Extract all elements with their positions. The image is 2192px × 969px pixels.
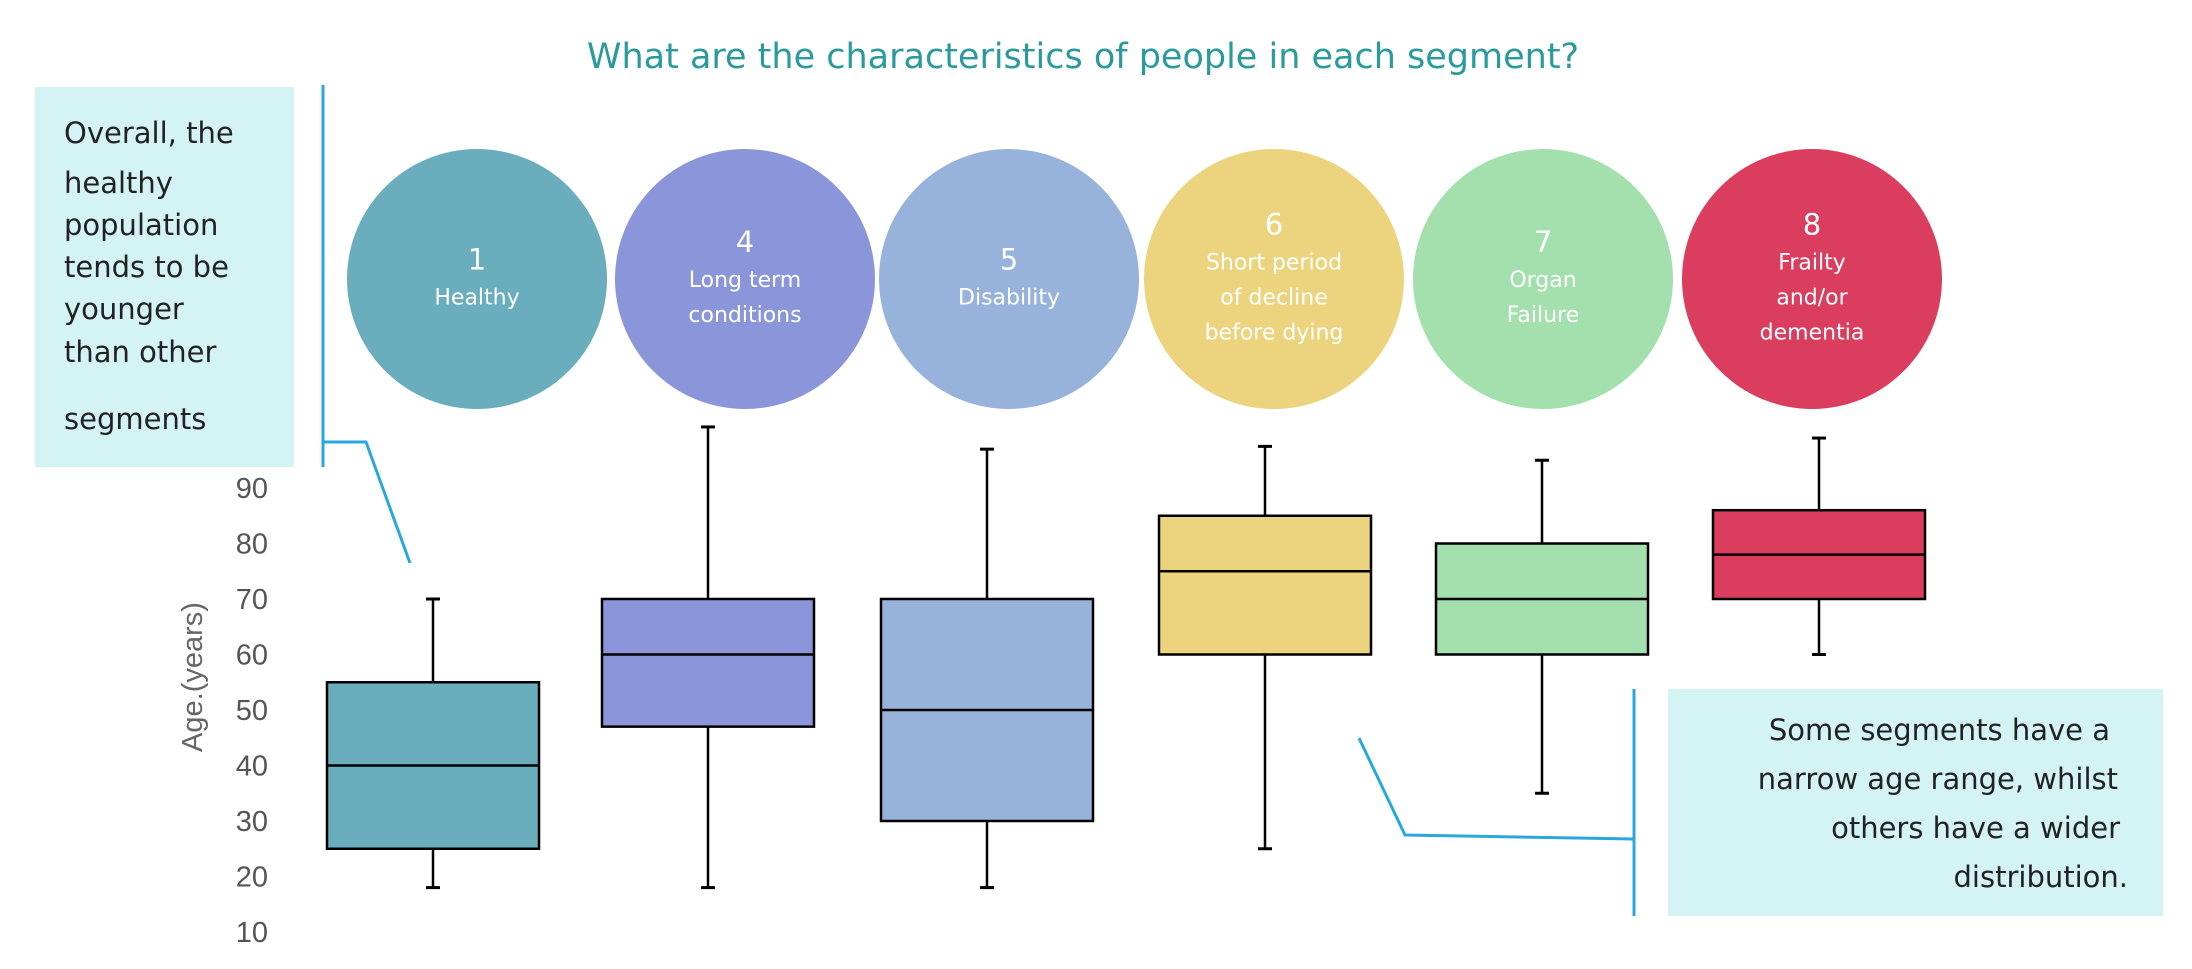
left-callout-pointer (323, 440, 412, 564)
segment-label: Disability (958, 286, 1060, 311)
box-plot-5 (879, 447, 1095, 890)
segment-label: Frailty (1778, 251, 1845, 276)
left-callout-line: segments (64, 402, 206, 436)
segment-number: 7 (1534, 225, 1552, 259)
y-tick-label: 20 (236, 862, 268, 894)
chart-title: What are the characteristics of people i… (587, 37, 1579, 77)
segment-label: Organ (1509, 268, 1576, 293)
y-axis-ticks: 90 80 70 60 50 40 30 20 10 (236, 473, 268, 949)
segment-label: Long term (689, 268, 801, 293)
segment-circle-shape (879, 149, 1139, 409)
segment-label: Short period (1206, 251, 1342, 276)
left-callout-line: tends to be (64, 250, 229, 284)
left-callout-line: population (64, 208, 218, 242)
right-callout-pointer (1357, 737, 1635, 841)
y-tick-label: 50 (236, 695, 268, 727)
segment-label: and/or (1776, 286, 1848, 311)
left-callout-line: than other (64, 335, 216, 369)
segment-number: 5 (1000, 243, 1018, 277)
y-tick-label: 10 (236, 917, 268, 949)
right-callout-line: others have a wider (1831, 811, 2120, 845)
segment-circle-shape (1413, 149, 1673, 409)
left-callout-line: healthy (64, 166, 173, 200)
box-plot-8 (1711, 436, 1927, 656)
box-plots (325, 425, 1927, 890)
left-callout-line: younger (64, 292, 184, 326)
segment-number: 1 (468, 243, 486, 277)
iqr-box (1157, 514, 1373, 656)
y-tick-label: 30 (236, 806, 268, 838)
left-callout-box (35, 87, 294, 467)
segment-label: Healthy (434, 286, 519, 311)
left-callout: Overall, the healthy population tends to… (35, 85, 412, 564)
y-tick-label: 40 (236, 751, 268, 783)
segment-circle-shape (1144, 149, 1404, 409)
segment-label: of decline (1220, 286, 1328, 311)
iqr-box (600, 597, 816, 728)
segment-number: 8 (1803, 208, 1821, 242)
right-callout-line: Some segments have a (1769, 713, 2110, 747)
segment-label: Failure (1507, 303, 1579, 328)
right-callout: Some segments have a narrow age range, w… (1357, 689, 2163, 916)
y-tick-label: 90 (236, 473, 268, 505)
right-callout-line: distribution. (1954, 860, 2128, 894)
segment-number: 6 (1265, 208, 1283, 242)
y-tick-label: 60 (236, 640, 268, 672)
y-tick-label: 70 (236, 584, 268, 616)
segment-label: dementia (1760, 321, 1865, 346)
y-tick-label: 80 (236, 529, 268, 561)
box-plot-1 (325, 597, 541, 890)
left-callout-line: Overall, the (64, 116, 234, 150)
right-callout-box (1668, 689, 2163, 916)
box-plot-7 (1434, 458, 1650, 795)
y-axis-label: Age.(years) (177, 602, 209, 752)
segment-circle-shape (347, 149, 607, 409)
segment-label: conditions (688, 303, 801, 328)
right-callout-line: narrow age range, whilst (1758, 762, 2118, 796)
segment-circle-shape (615, 149, 875, 409)
box-plot-4 (600, 425, 816, 890)
segment-circle-shape (1682, 149, 1942, 409)
segment-number: 4 (736, 225, 754, 259)
box-plot-6 (1157, 444, 1373, 851)
segment-label: before dying (1205, 321, 1344, 346)
